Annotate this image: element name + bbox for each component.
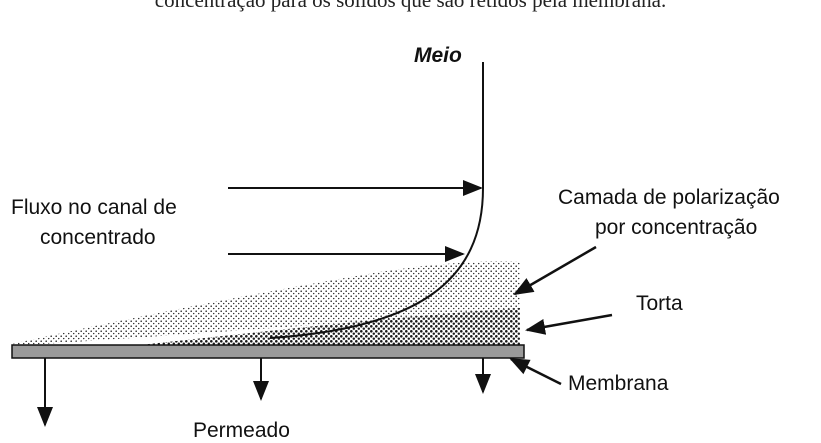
label-torta: Torta: [636, 292, 683, 316]
membrane-pointer-arrow: [511, 359, 561, 384]
label-fluxo-line2: concentrado: [40, 226, 156, 250]
membrane-strip: [12, 345, 524, 358]
label-meio: Meio: [414, 44, 462, 68]
polarization-pointer-arrow: [515, 247, 596, 294]
label-camada-line1: Camada de polarização: [558, 186, 780, 210]
label-permeado: Permeado: [193, 419, 290, 443]
label-membrana: Membrana: [568, 372, 668, 396]
label-camada-line2: por concentração: [595, 216, 757, 240]
label-fluxo-line1: Fluxo no canal de: [11, 196, 177, 220]
cake-pointer-arrow: [527, 315, 612, 330]
